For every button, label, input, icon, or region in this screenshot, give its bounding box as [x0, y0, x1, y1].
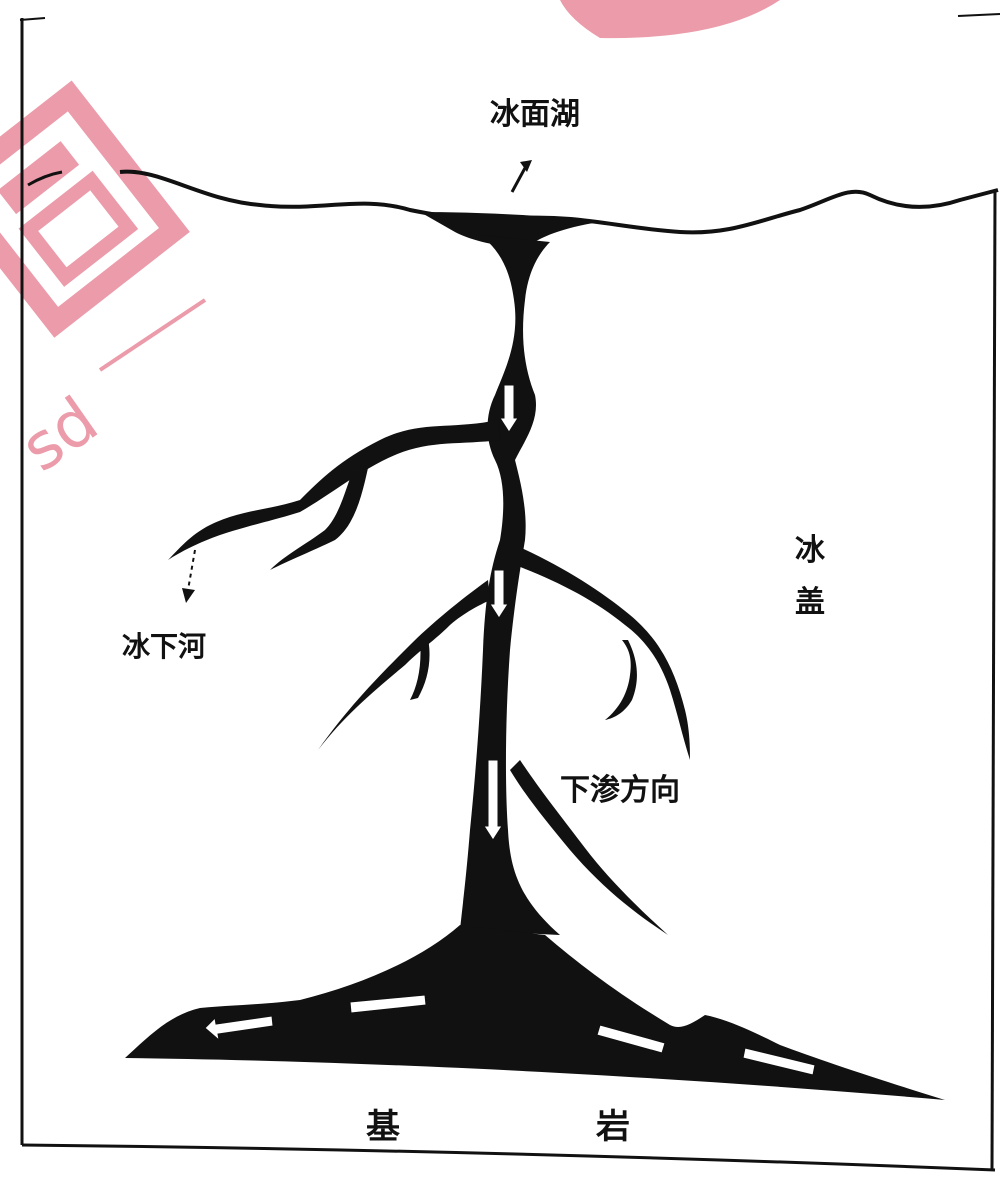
lake-pointer-icon — [510, 160, 532, 193]
middle-left-twig — [410, 638, 430, 700]
flow-arrow-2 — [489, 569, 509, 619]
surface-lake — [420, 212, 600, 247]
flow-arrows — [204, 384, 816, 1076]
svg-text:sd: sd — [8, 383, 111, 486]
main-conduit — [460, 235, 560, 935]
lower-right-branch — [510, 760, 668, 935]
label-surface-lake: 冰面湖 — [490, 97, 580, 132]
upper-left-twig — [270, 465, 368, 570]
flow-arrow-basal-left — [204, 1015, 274, 1042]
flow-arrow-1 — [499, 384, 519, 433]
flow-arrow-basal-right2 — [742, 1047, 816, 1076]
watermark-stamp: sd — [0, 0, 780, 487]
upper-left-branch — [168, 420, 500, 560]
label-ice-sheet-1: 冰 — [795, 533, 826, 568]
channel-pointer-icon — [182, 549, 196, 603]
flow-arrow-3 — [483, 759, 503, 841]
label-bedrock-1: 基 — [366, 1107, 400, 1147]
label-ice-sheet-2: 盖 — [795, 585, 825, 620]
flow-arrow-basal-mid — [349, 994, 427, 1014]
label-subglacial-channel: 冰下河 — [122, 630, 206, 663]
frame — [19, 13, 1000, 1172]
basal-water-body — [125, 925, 945, 1100]
label-seepage-direction: 下渗方向 — [560, 773, 680, 808]
middle-right-twig — [605, 640, 637, 720]
flow-arrow-basal-right1 — [596, 1024, 666, 1054]
middle-left-branch — [318, 580, 490, 750]
middle-right-branch — [515, 545, 690, 760]
label-bedrock-2: 岩 — [595, 1107, 630, 1147]
